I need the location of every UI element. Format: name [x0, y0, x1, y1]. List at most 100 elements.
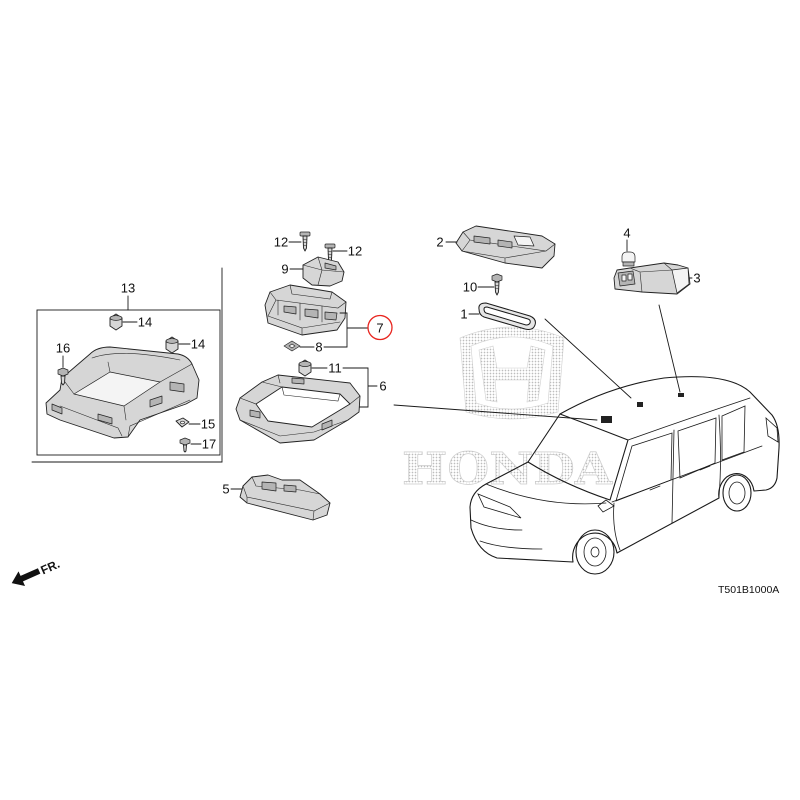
part-7-socket	[283, 305, 297, 315]
screw-thread	[494, 284, 500, 290]
callout-3: 3	[693, 271, 700, 286]
screw-shaft	[183, 444, 187, 453]
callout-12-right: 12	[348, 244, 362, 259]
clip-head	[109, 315, 123, 321]
roof-side-edge	[627, 397, 751, 441]
vehicle-illustration	[469, 376, 780, 575]
part-7-map-light-assembly	[264, 284, 347, 336]
callout-5: 5	[222, 482, 229, 497]
part-13-tab	[149, 395, 163, 408]
callout-14-lower: 14	[191, 337, 205, 352]
part-5-detail	[242, 476, 331, 521]
honda-h-emblem-letter	[478, 345, 546, 403]
part-13-dome-line	[91, 353, 181, 361]
clip-head	[298, 361, 312, 367]
callout-7: 7	[376, 321, 383, 336]
part-13-tab	[97, 413, 113, 425]
part-17-screw	[179, 437, 191, 453]
callout-1: 1	[460, 307, 467, 322]
windshield	[527, 413, 629, 501]
nut-hole	[180, 420, 185, 425]
screw-head	[299, 231, 311, 237]
part-11-clip	[298, 359, 312, 377]
rear-rim	[728, 481, 746, 505]
front-tire	[575, 529, 615, 575]
part-5-slot	[261, 481, 277, 492]
clip-head	[165, 338, 179, 344]
part-2-block	[513, 235, 535, 247]
part-6-detail	[239, 374, 361, 437]
group-13-frame	[36, 309, 221, 456]
part-9-detail	[302, 256, 345, 286]
leader-line-to-vehicle	[393, 404, 598, 421]
part-2-slot	[497, 239, 513, 249]
part-13-detail	[59, 361, 193, 438]
headlight	[477, 493, 522, 519]
screw-thread	[327, 250, 333, 259]
door-lines	[613, 414, 721, 551]
part-13-tab	[169, 381, 185, 393]
part-3-lens	[671, 267, 690, 294]
part-14-clip-lower	[165, 336, 179, 354]
part-6-tab	[321, 419, 333, 431]
part-9-bracket	[302, 256, 345, 287]
part-3-lamp	[613, 262, 691, 295]
callout-15: 15	[201, 417, 215, 432]
callout-9: 9	[281, 262, 288, 277]
part-4-bulb	[621, 251, 636, 267]
part-8-hole	[288, 343, 296, 349]
screw-head	[179, 437, 191, 446]
part-9-body	[302, 256, 345, 287]
hood-shoulder-line	[485, 483, 607, 505]
part-2-slot	[473, 235, 491, 245]
callout-11: 11	[328, 361, 342, 376]
part-14-clip-upper	[109, 313, 123, 331]
screw-shaft	[302, 235, 308, 252]
callout-labels: 13 14 14 16 15 17 12 12 9 7 8 11 6 5 2 1…	[56, 226, 701, 497]
screw-head	[57, 367, 69, 377]
part-7-walls	[277, 284, 333, 323]
part-6-tab	[291, 377, 305, 385]
door-handles	[649, 465, 711, 491]
rear-door-window	[677, 417, 717, 479]
part-9-slot	[324, 262, 337, 271]
part-15-nut	[175, 417, 190, 428]
roof-location-marker	[678, 393, 684, 397]
part-1-gasket	[478, 302, 536, 330]
callout-16: 16	[56, 341, 70, 356]
part-7-front-edge	[267, 315, 341, 336]
assembly-13-group	[31, 267, 223, 463]
bulb-glass	[621, 251, 636, 263]
leader-line-to-vehicle	[544, 318, 632, 399]
callout-17: 17	[202, 437, 216, 452]
roof-location-marker	[601, 416, 612, 423]
screw-thread	[302, 238, 308, 247]
part-12-screw-left	[299, 231, 311, 252]
screw-head	[491, 273, 503, 283]
callout-6: 6	[379, 379, 386, 394]
front-bumper-lines	[470, 519, 543, 550]
callout-13: 13	[121, 281, 135, 296]
part-13-tab	[51, 403, 63, 415]
rear-tire	[722, 474, 752, 512]
roof-location-marker	[637, 402, 643, 407]
screw-head	[324, 243, 336, 249]
callout-14-upper: 14	[138, 315, 152, 330]
part-2-lamp-housing	[455, 225, 556, 269]
part-16-screw	[57, 367, 69, 386]
taillight	[765, 416, 779, 443]
part-13-console-housing	[45, 346, 200, 439]
bulb-base	[622, 261, 635, 267]
part-10-screw	[491, 273, 503, 296]
gasket-ring	[478, 302, 536, 330]
callout-8: 8	[315, 340, 322, 355]
front-wheel	[575, 529, 615, 575]
part-7-socket	[324, 311, 338, 321]
front-rim	[583, 537, 607, 567]
part-8-pad	[283, 340, 301, 352]
front-hub	[590, 546, 600, 558]
group-13-bracket-line	[31, 267, 223, 463]
side-mirror	[597, 499, 615, 513]
vehicle-silhouette	[469, 376, 780, 563]
